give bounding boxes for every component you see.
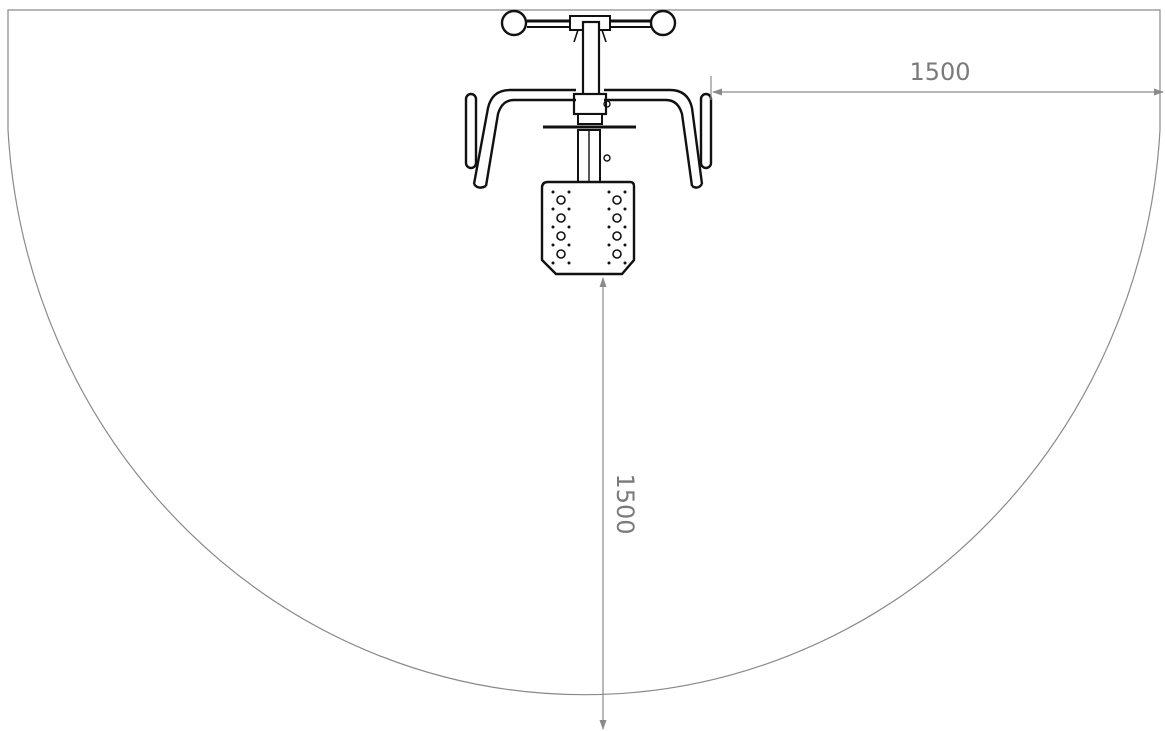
vertical-dimension: 1500 — [599, 277, 639, 730]
right-knob — [649, 9, 677, 37]
foot-plate-holes — [556, 195, 622, 259]
top-crossbar — [500, 9, 677, 43]
left-grip — [464, 92, 478, 170]
foot-plate — [540, 180, 636, 276]
horizontal-dimension-label: 1500 — [909, 58, 970, 86]
horizontal-dimension: 1500 — [710, 58, 1164, 100]
right-grip — [699, 92, 713, 170]
central-post — [543, 20, 636, 183]
safety-zone-outline — [7, 9, 1161, 696]
handlebar — [464, 88, 713, 189]
vertical-dimension-label: 1500 — [611, 473, 639, 534]
left-knob — [500, 9, 528, 37]
fitness-equipment — [464, 9, 713, 276]
